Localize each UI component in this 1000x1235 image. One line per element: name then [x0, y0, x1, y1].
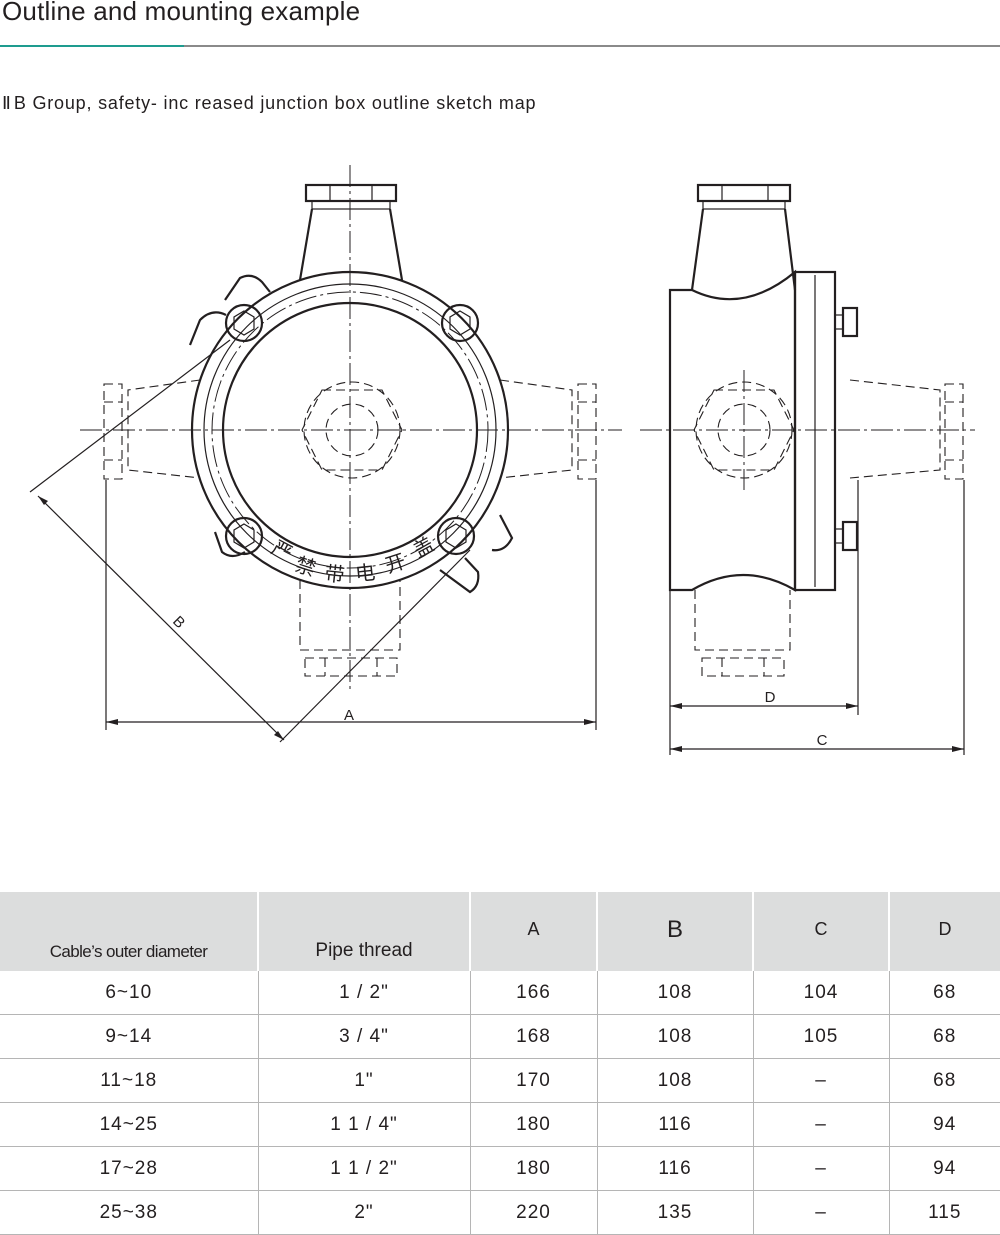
cell-d: 68: [889, 1014, 1000, 1059]
cell-b: 116: [597, 1146, 754, 1191]
title-divider: [0, 45, 1000, 47]
table-header-row: Cable’s outer diameter Pipe thread A B C…: [0, 892, 1000, 971]
dimension-a: A: [105, 480, 597, 730]
dimension-c-label: C: [817, 732, 828, 749]
cell-pipe-thread: 2": [258, 1190, 471, 1235]
table-row: 11~18 1" 170 108 – 68: [0, 1058, 1000, 1103]
header-cable-diameter: Cable’s outer diameter: [0, 892, 259, 971]
header-b: B: [597, 892, 754, 971]
cell-cable-diameter: 9~14: [0, 1014, 259, 1059]
table-row: 17~28 1 1 / 2" 180 116 – 94: [0, 1146, 1000, 1191]
cell-pipe-thread: 3 / 4": [258, 1014, 471, 1059]
cell-a: 168: [470, 1014, 598, 1059]
cell-c: 105: [753, 1014, 890, 1059]
cell-cable-diameter: 6~10: [0, 971, 259, 1015]
cell-cable-diameter: 14~25: [0, 1102, 259, 1147]
cell-pipe-thread: 1": [258, 1058, 471, 1103]
header-c: C: [753, 892, 890, 971]
cover-warning-text: 严 禁 带 电 开 盖: [268, 533, 438, 587]
cell-a: 180: [470, 1146, 598, 1191]
header-a: A: [470, 892, 598, 971]
cell-a: 220: [470, 1190, 598, 1235]
warning-char: 电: [354, 561, 376, 586]
cell-d: 94: [889, 1146, 1000, 1191]
cell-c: 104: [753, 971, 890, 1015]
cell-d: 68: [889, 971, 1000, 1015]
dimension-a-label: A: [344, 707, 354, 724]
cell-d: 115: [889, 1190, 1000, 1235]
side-view: D C: [640, 183, 975, 755]
dimension-table: Cable’s outer diameter Pipe thread A B C…: [0, 892, 1000, 1235]
cell-a: 170: [470, 1058, 598, 1103]
cell-c: –: [753, 1102, 890, 1147]
group-mark: Ⅱ: [2, 93, 11, 113]
cell-pipe-thread: 1 1 / 4": [258, 1102, 471, 1147]
dimension-b: B: [29, 339, 471, 743]
warning-char: 带: [323, 562, 345, 587]
dimension-c: C: [670, 480, 965, 755]
header-d: D: [889, 892, 1000, 971]
cover-screws: [224, 303, 480, 556]
front-view: 严 禁 带 电 开 盖 A B: [29, 165, 622, 743]
table-row: 14~25 1 1 / 4" 180 116 – 94: [0, 1102, 1000, 1147]
dimension-d: D: [669, 480, 859, 755]
cell-d: 68: [889, 1058, 1000, 1103]
cell-c: –: [753, 1146, 890, 1191]
dimension-d-label: D: [765, 689, 776, 706]
cell-a: 180: [470, 1102, 598, 1147]
warning-char: 盖: [410, 533, 438, 563]
cell-d: 94: [889, 1102, 1000, 1147]
cell-cable-diameter: 17~28: [0, 1146, 259, 1191]
table-row: 6~10 1 / 2" 166 108 104 68: [0, 971, 1000, 1015]
warning-char: 严: [268, 537, 296, 566]
cell-b: 135: [597, 1190, 754, 1235]
cell-b: 108: [597, 1014, 754, 1059]
header-pipe-thread: Pipe thread: [258, 892, 471, 971]
page-title: Outline and mounting example: [2, 0, 361, 26]
outline-sketch: 严 禁 带 电 开 盖 A B: [29, 165, 975, 755]
table-row: 9~14 3 / 4" 168 108 105 68: [0, 1014, 1000, 1059]
cell-b: 108: [597, 971, 754, 1015]
subtitle-text: B Group, safety- inc reased junction box…: [13, 93, 537, 113]
cell-cable-diameter: 11~18: [0, 1058, 259, 1103]
side-cover: [793, 270, 837, 592]
cell-cable-diameter: 25~38: [0, 1190, 259, 1235]
table-row: 25~38 2" 220 135 – 115: [0, 1190, 1000, 1235]
cell-c: –: [753, 1058, 890, 1103]
cell-b: 116: [597, 1102, 754, 1147]
side-body: [668, 269, 797, 592]
cell-a: 166: [470, 971, 598, 1015]
title-divider-accent: [0, 45, 184, 47]
cell-pipe-thread: 1 1 / 2": [258, 1146, 471, 1191]
cell-b: 108: [597, 1058, 754, 1103]
cell-c: –: [753, 1190, 890, 1235]
cell-pipe-thread: 1 / 2": [258, 971, 471, 1015]
top-gland: [298, 183, 404, 281]
warning-char: 开: [383, 551, 409, 578]
